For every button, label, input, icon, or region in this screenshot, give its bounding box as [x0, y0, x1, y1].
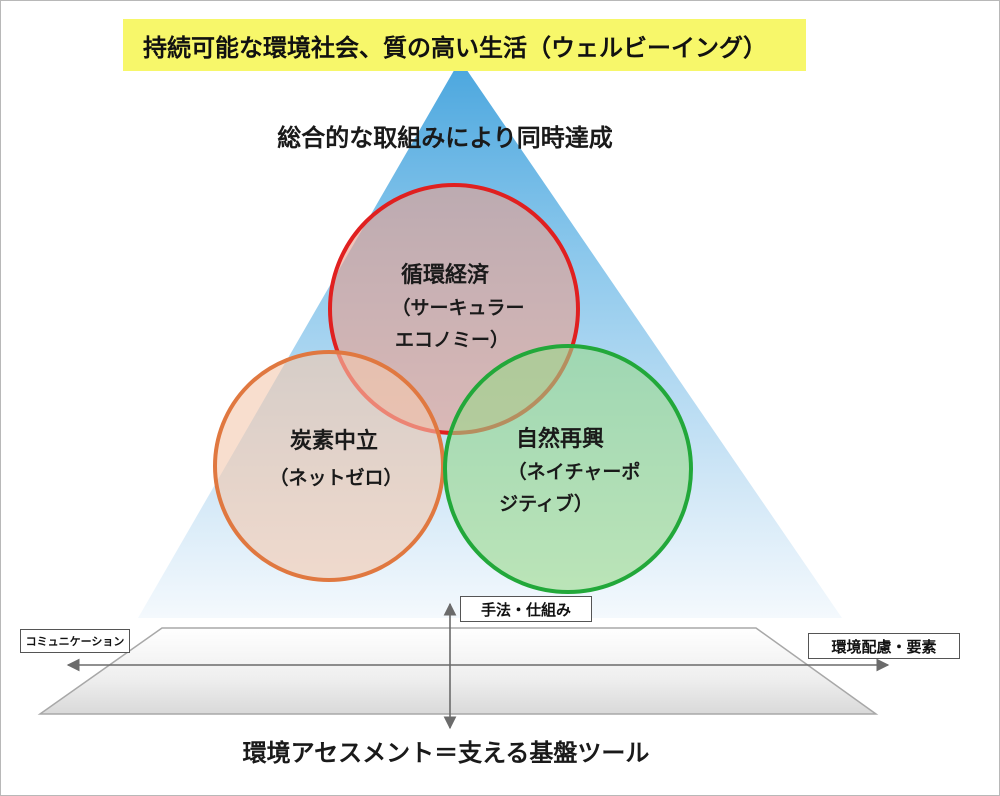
- base-platform: [37, 627, 879, 715]
- circle-nature-positive: [443, 344, 693, 594]
- integration-text: 総合的な取組みにより同時達成: [277, 124, 613, 152]
- communication-label: コミュニケーション: [20, 629, 130, 653]
- circular-economy-sub1: （サーキュラー: [391, 296, 524, 319]
- methods-label: 手法・仕組み: [460, 596, 592, 622]
- env-factors-label: 環境配慮・要素: [808, 633, 960, 659]
- communication-label-text: コミュニケーション: [25, 635, 125, 648]
- circular-economy-title: 循環経済: [401, 262, 490, 288]
- env-factors-label-text: 環境配慮・要素: [831, 637, 937, 656]
- bottom-caption: 環境アセスメント＝支える基盤ツール: [243, 739, 650, 767]
- top-goal-text: 持続可能な環境社会、質の高い生活（ウェルビーイング）: [143, 33, 767, 62]
- circle-carbon-neutral: [213, 350, 445, 582]
- carbon-neutral-title: 炭素中立: [290, 428, 378, 454]
- carbon-neutral-sub: （ネットゼロ）: [269, 466, 402, 489]
- nature-positive-title: 自然再興: [516, 426, 604, 452]
- nature-positive-sub1: （ネイチャーポ: [508, 460, 641, 483]
- circular-economy-sub2: エコノミー）: [395, 328, 509, 351]
- methods-label-text: 手法・仕組み: [480, 600, 571, 619]
- top-goal-banner: 持続可能な環境社会、質の高い生活（ウェルビーイング）: [123, 19, 806, 71]
- nature-positive-sub2: ジティブ）: [499, 492, 593, 515]
